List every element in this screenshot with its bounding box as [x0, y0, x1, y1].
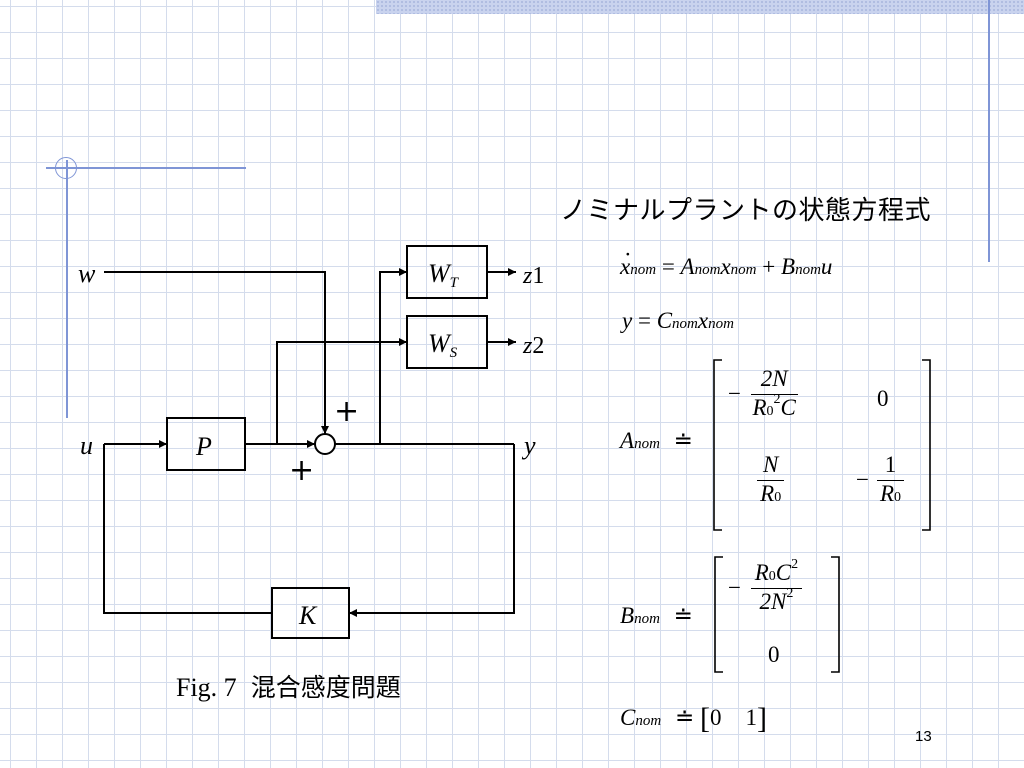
wire-w [104, 271, 329, 434]
signal-z1-label: z1 [522, 263, 544, 289]
matrix-b-left-bracket [714, 556, 723, 673]
summing-junction [314, 433, 336, 455]
matrix-a-right-bracket [922, 359, 931, 531]
matrix-b-right-bracket [831, 556, 840, 673]
matrix-a-21: N R0 [757, 452, 785, 507]
equation-output: y = Cnomxnom [622, 308, 734, 333]
matrix-b-1: − R0C2 2N2 [728, 557, 803, 615]
page-number: 13 [915, 728, 932, 745]
equation-b-lhs: Bnom ≐ [620, 603, 693, 628]
wire-y-to-k [349, 444, 515, 617]
wire-to-wt [379, 268, 407, 444]
deco-circle [55, 157, 77, 179]
block-ws [406, 315, 488, 369]
block-wt [406, 245, 488, 299]
title-bar-decoration [376, 0, 1024, 14]
wire-to-ws [276, 338, 407, 444]
block-p [166, 417, 246, 471]
equation-state: x·nom = Anomxnom + Bnomu [620, 242, 833, 279]
deco-line-vertical [66, 160, 68, 418]
wire-k-to-u [103, 444, 272, 614]
matrix-a-11: − 2N R02C [728, 366, 798, 420]
matrix-a-left-bracket [713, 359, 722, 531]
block-p-label: P [195, 432, 212, 461]
figure-title: 混合感度問題 [250, 673, 401, 702]
deco-line-right [988, 0, 990, 262]
deco-line-horizontal [46, 167, 246, 169]
block-wt-label: WT [428, 259, 460, 291]
heading-nominal-plant: ノミナルプラントの状態方程式 [560, 196, 932, 226]
sign-plus-left: + [289, 453, 314, 488]
figure-caption: Fig. 7 混合感度問題 [176, 668, 401, 704]
block-ws-label: WS [428, 329, 458, 361]
figure-number: Fig. 7 [176, 673, 237, 702]
matrix-b-2: 0 [768, 642, 780, 667]
matrix-a-22: − 1 R0 [856, 452, 905, 507]
signal-u-label: u [80, 431, 93, 460]
block-k-label: K [298, 601, 318, 630]
signal-y-label: y [521, 431, 536, 460]
sign-plus-top: + [334, 394, 359, 429]
block-k [271, 587, 350, 639]
equation-a-lhs: Anom ≐ [620, 428, 693, 453]
signal-z2-label: z2 [522, 333, 544, 359]
signal-w-label: w [78, 259, 96, 288]
matrix-a-12: 0 [877, 386, 889, 411]
